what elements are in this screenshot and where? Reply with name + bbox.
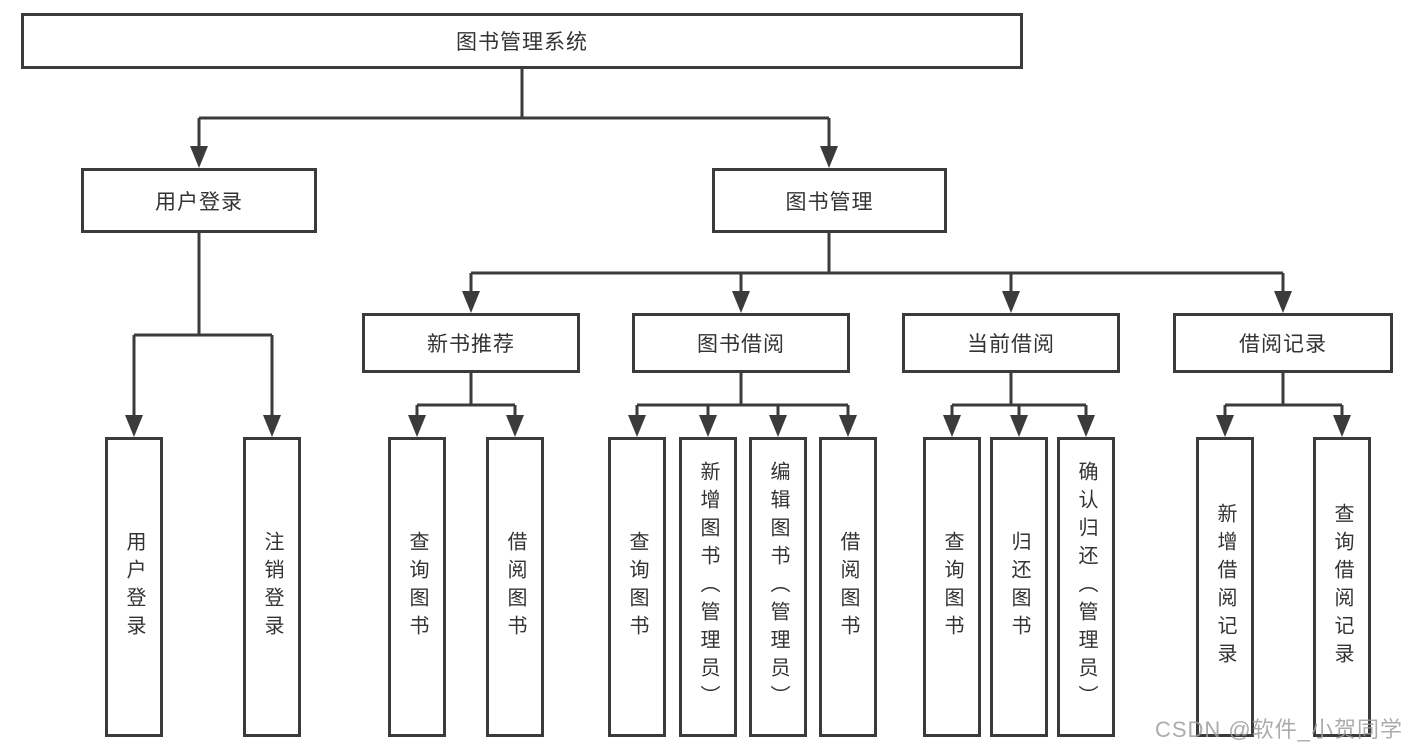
node-current-borrow: 当前借阅 <box>902 313 1120 373</box>
leaf-query-book-recommend: 查询图书 <box>388 437 446 737</box>
leaf-user-login: 用户登录 <box>105 437 163 737</box>
leaf-query-book-current: 查询图书 <box>923 437 981 737</box>
leaf-add-borrow-record: 新增借阅记录 <box>1196 437 1254 737</box>
csdn-watermark: CSDN @软件_小贺同学 <box>1154 717 1403 742</box>
node-library-system: 图书管理系统 <box>21 13 1023 69</box>
node-user-login: 用户登录 <box>81 168 317 233</box>
leaf-confirm-return-admin: 确认归还（管理员） <box>1057 437 1115 737</box>
arrowheads <box>125 146 1351 437</box>
node-new-book-recommend: 新书推荐 <box>362 313 580 373</box>
node-borrow-records: 借阅记录 <box>1173 313 1393 373</box>
leaf-add-book-admin: 新增图书（管理员） <box>679 437 737 737</box>
leaf-return-book: 归还图书 <box>990 437 1048 737</box>
node-book-borrow: 图书借阅 <box>632 313 850 373</box>
leaf-edit-book-admin: 编辑图书（管理员） <box>749 437 807 737</box>
leaf-borrow-book: 借阅图书 <box>819 437 877 737</box>
leaf-borrow-book-recommend: 借阅图书 <box>486 437 544 737</box>
leaf-query-borrow-record: 查询借阅记录 <box>1313 437 1371 737</box>
node-book-management: 图书管理 <box>712 168 947 233</box>
leaf-query-book-borrow: 查询图书 <box>608 437 666 737</box>
leaf-logout: 注销登录 <box>243 437 301 737</box>
